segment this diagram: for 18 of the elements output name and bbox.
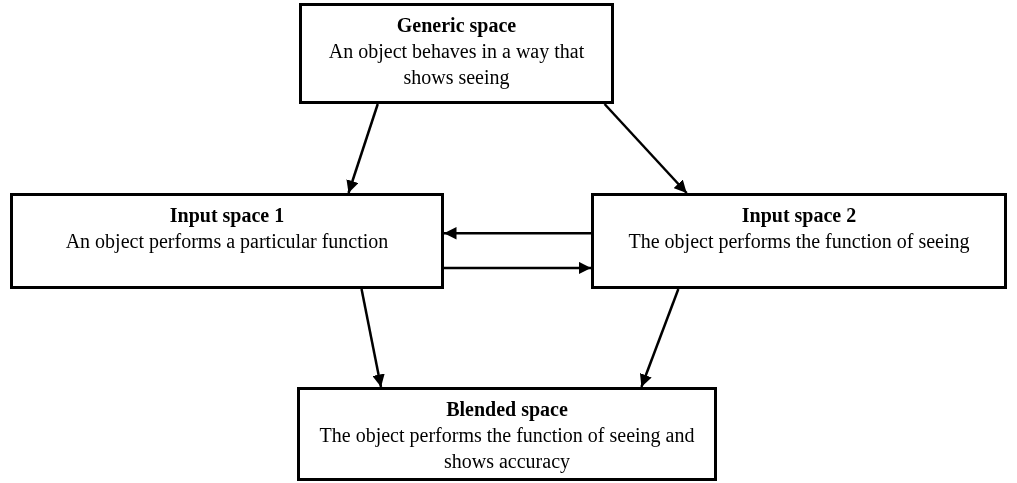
arrow	[360, 288, 385, 388]
concept-box	[299, 3, 614, 104]
concept-box	[297, 387, 717, 481]
concept-box	[10, 193, 444, 289]
box-heading: Blended space	[446, 397, 568, 422]
concept-box	[591, 193, 1007, 289]
arrow	[444, 261, 591, 275]
box-heading: Input space 1	[169, 203, 285, 228]
box-heading: Input space 2	[741, 203, 857, 228]
arrow	[346, 103, 379, 194]
box-heading: Generic space	[396, 13, 517, 38]
box-text: An object behaves in a way that shows seeing	[327, 39, 586, 90]
arrow	[603, 103, 688, 194]
box-text: An object performs a particular function	[65, 229, 389, 254]
box-text: The object performs the function of seeing	[628, 229, 970, 254]
arrow	[639, 288, 680, 388]
arrow	[444, 227, 591, 240]
box-text: The object performs the function of seeing and shows accuracy	[318, 423, 696, 474]
